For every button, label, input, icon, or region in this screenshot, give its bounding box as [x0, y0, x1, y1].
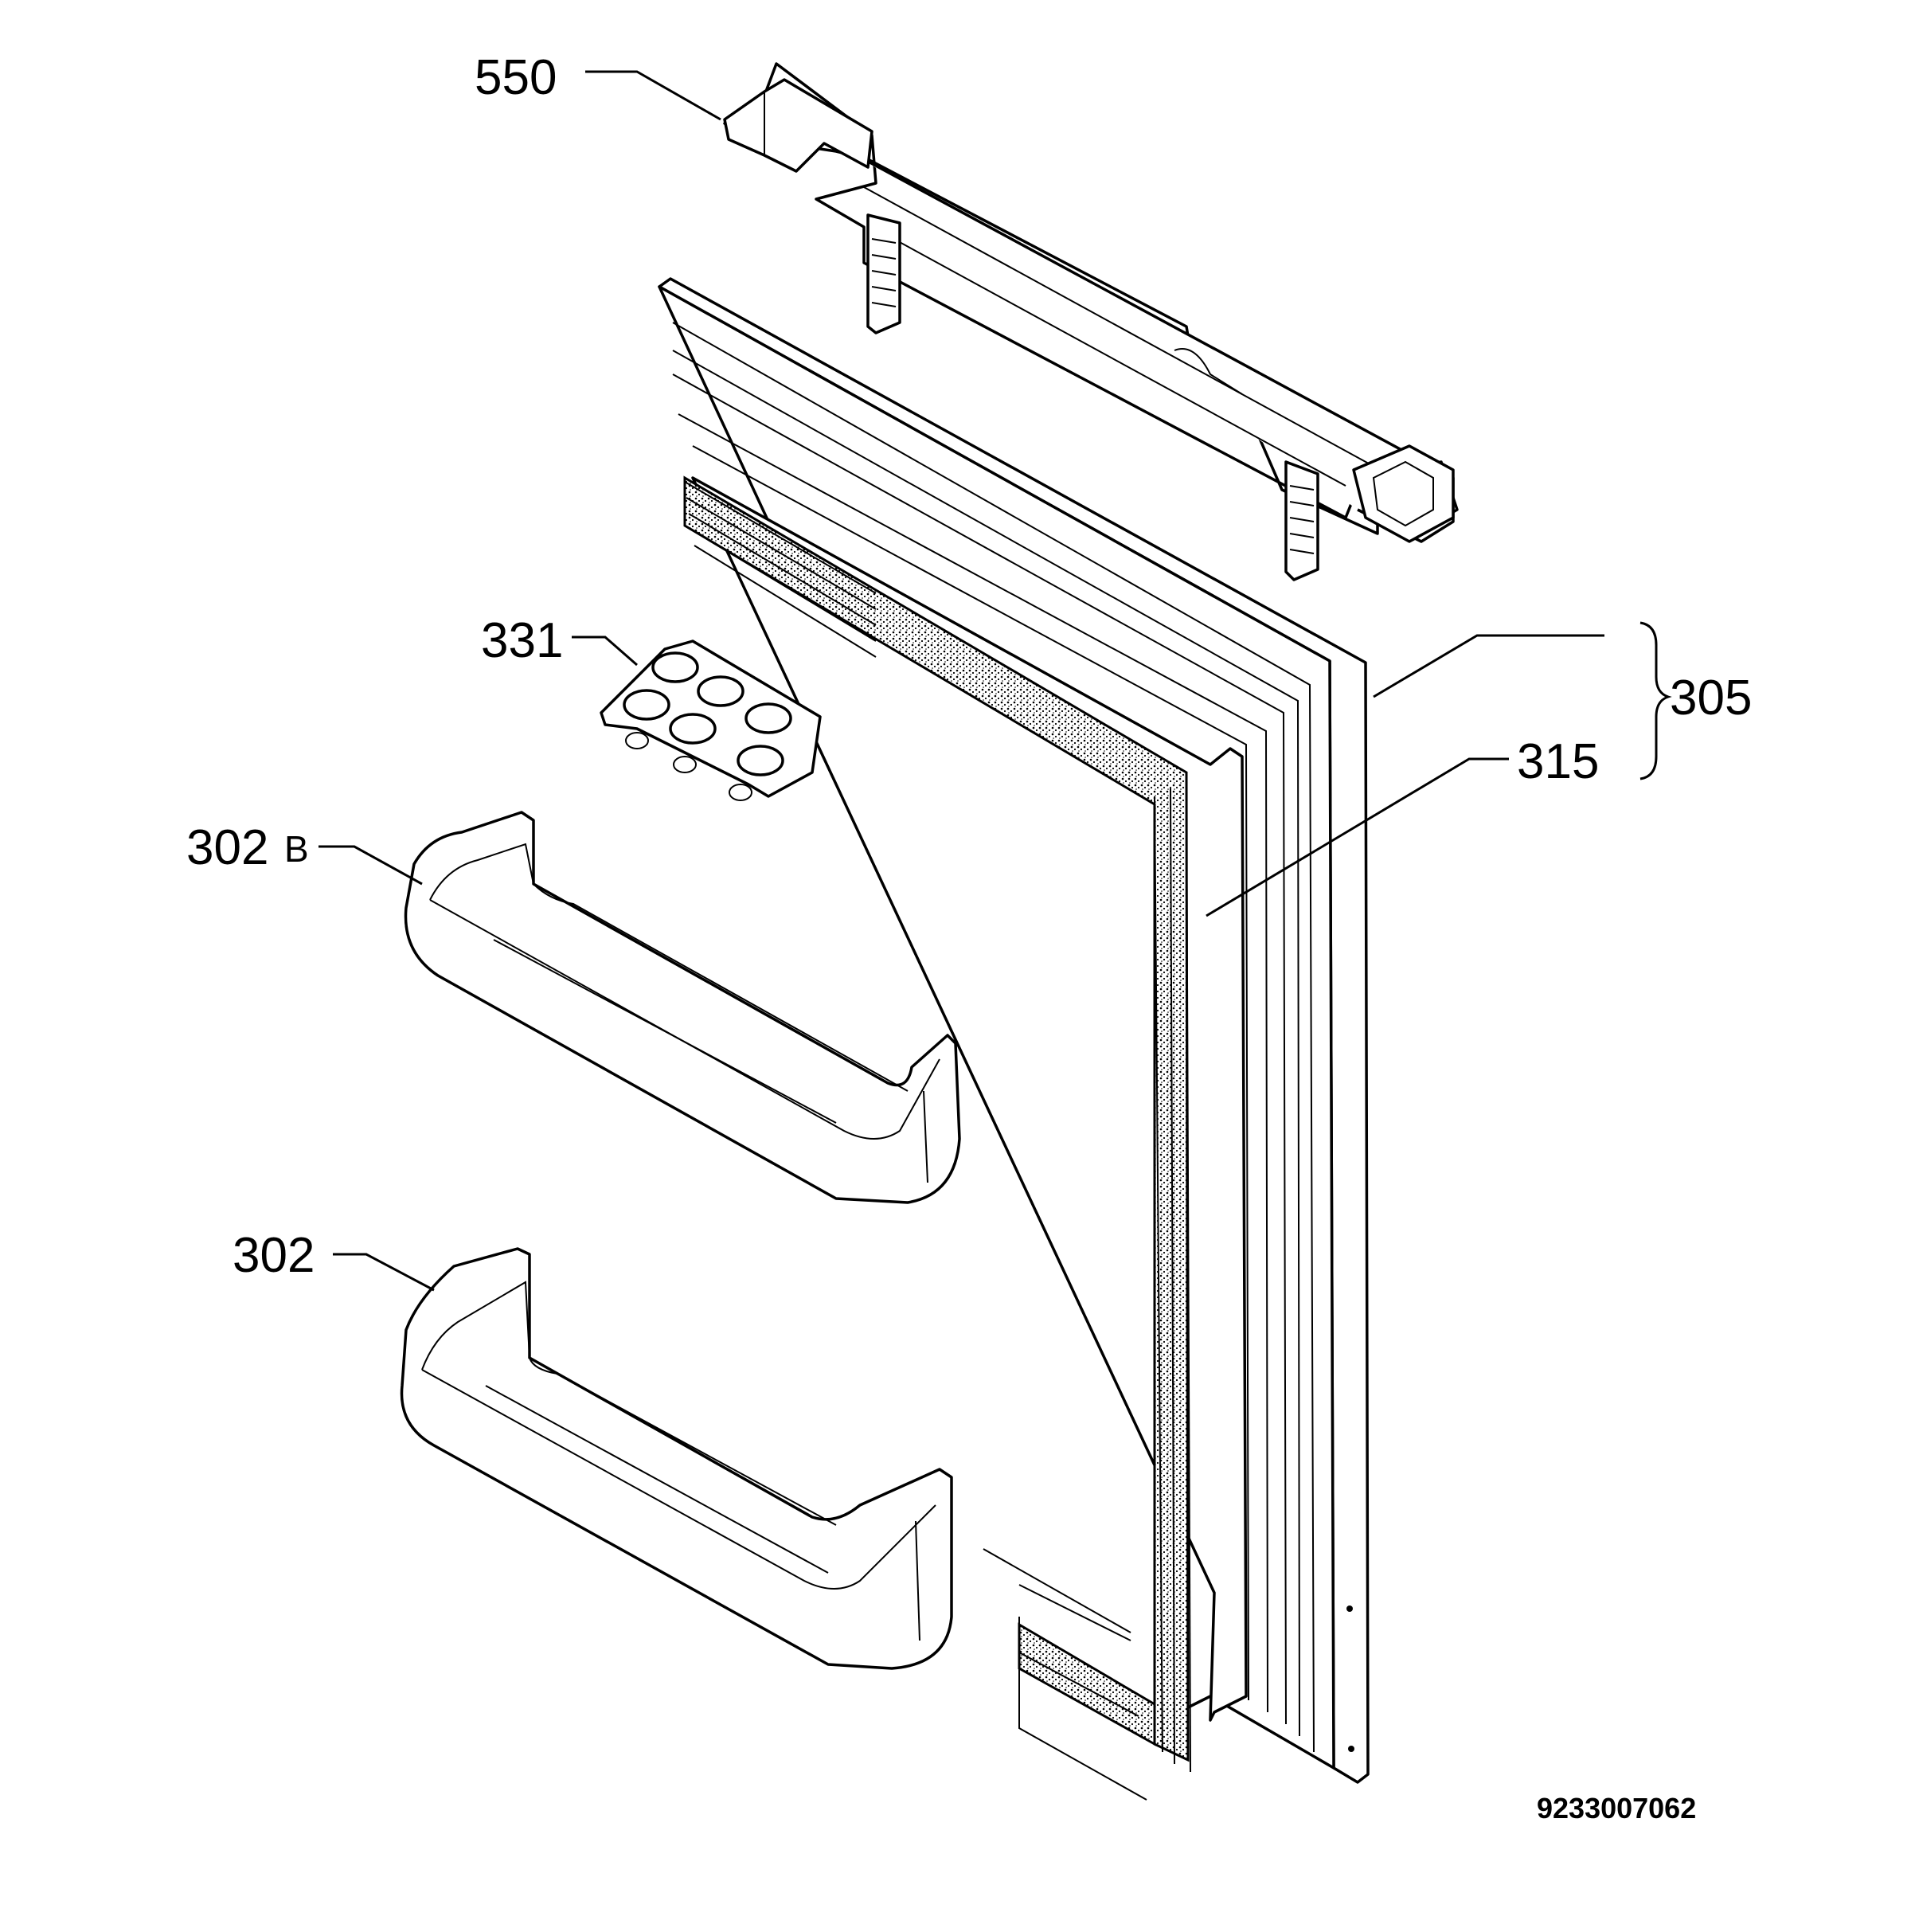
leader-lines [318, 70, 1672, 1292]
drawing-code: 9233007062 [1537, 1792, 1696, 1824]
label-305: 305 [1670, 671, 1752, 725]
label-302b-number: 302 [186, 820, 268, 875]
label-331: 331 [481, 613, 563, 668]
egg-tray [600, 639, 822, 801]
label-302b-suffix: B [284, 828, 309, 870]
label-315: 315 [1517, 734, 1599, 789]
door-handle [723, 62, 1459, 581]
door-shelf-302 [400, 1247, 953, 1670]
label-550: 550 [475, 50, 557, 105]
door-shelf-302b [404, 811, 961, 1204]
label-302: 302 [233, 1228, 315, 1283]
door-panel [658, 277, 1370, 1801]
